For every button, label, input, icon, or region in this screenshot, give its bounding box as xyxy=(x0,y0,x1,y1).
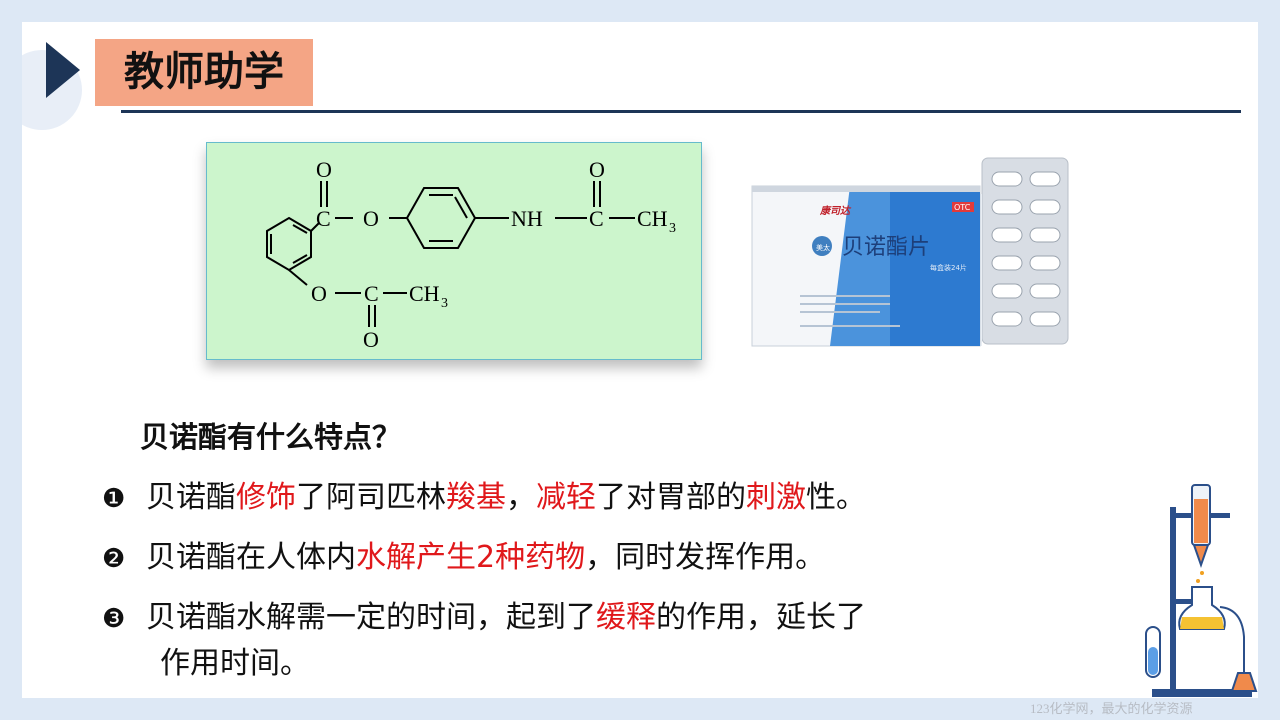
point-3-text-b: 的作用，延长了 xyxy=(656,600,866,635)
point-1-text-e: 性。 xyxy=(806,480,866,515)
point-1-text-a: 贝诺酯 xyxy=(146,480,236,515)
lab-apparatus-icon xyxy=(1132,477,1258,698)
question-heading: 贝诺酯有什么特点？ xyxy=(140,420,402,454)
point-3-highlight-a: 缓释 xyxy=(596,600,656,635)
package-brand: 康司达 xyxy=(819,205,852,217)
atom-c-amide: C xyxy=(589,206,604,231)
point-3-continuation: 作用时间。 xyxy=(160,646,310,681)
right-benzene-ring xyxy=(405,187,477,249)
atom-o-low-left: O xyxy=(311,281,327,306)
point-2: ❷ 贝诺酯在人体内水解产生2种药物，同时发挥作用。 xyxy=(102,532,825,576)
footer-watermark: 123化学网，最大的化学资源 xyxy=(1030,701,1193,716)
point-1-text-b: 了阿司匹林 xyxy=(296,480,446,515)
atom-nh: NH xyxy=(511,206,543,231)
play-triangle-icon xyxy=(46,42,80,98)
point-1-highlight-d: 刺激 xyxy=(746,480,806,515)
medicine-package-image: 美太 康司达 OTC 贝诺酯片 每盒装24片 xyxy=(750,156,1080,348)
atom-ch3-low: CH xyxy=(409,281,440,306)
structure-panel: O C O NH O C CH 3 O C CH 3 O xyxy=(206,142,702,360)
atom-ch3-right: CH xyxy=(637,206,668,231)
page-title: 教师助学 xyxy=(124,49,284,95)
atom-o-top-left: O xyxy=(316,157,332,182)
atom-o-bottom: O xyxy=(363,327,379,352)
point-1-text-c: ， xyxy=(506,480,536,515)
point-3: ❸ 贝诺酯水解需一定的时间，起到了缓释的作用，延长了 xyxy=(102,592,866,636)
point-3-text-a: 贝诺酯水解需一定的时间，起到了 xyxy=(146,600,596,635)
point-2-highlight-a: 水解产生2种药物 xyxy=(356,540,586,575)
point-2-text-b: ，同时发挥作用。 xyxy=(585,540,826,575)
title-divider xyxy=(121,110,1241,113)
slide: 教师助学 xyxy=(22,22,1258,698)
package-drug-name: 贝诺酯片 xyxy=(842,235,930,260)
point-2-text-a: 贝诺酯在人体内 xyxy=(146,540,356,575)
benorilate-structure: O C O NH O C CH 3 O C CH 3 O xyxy=(266,157,676,352)
atom-ch3-low-subscript: 3 xyxy=(441,296,448,311)
package-otc-badge: OTC xyxy=(954,203,971,212)
left-benzene-ring xyxy=(266,216,312,272)
point-1-highlight-b: 羧基 xyxy=(446,480,506,515)
point-2-number: ❷ xyxy=(102,544,126,574)
atom-o-bridge: O xyxy=(363,206,379,231)
atom-c-ester: C xyxy=(316,206,331,231)
title-box: 教师助学 xyxy=(95,39,313,106)
point-1-number: ❶ xyxy=(102,484,126,514)
point-3-number: ❸ xyxy=(102,604,126,634)
point-1: ❶ 贝诺酯修饰了阿司匹林羧基，减轻了对胃部的刺激性。 xyxy=(102,472,866,516)
point-1-text-d: 了对胃部的 xyxy=(596,480,746,515)
package-count: 每盒装24片 xyxy=(930,263,967,272)
package-logo-icon xyxy=(812,236,832,256)
atom-o-top-right: O xyxy=(589,157,605,182)
point-1-highlight-c: 减轻 xyxy=(536,480,596,515)
atom-ch3-right-subscript: 3 xyxy=(669,221,676,236)
package-logo-text: 美太 xyxy=(816,243,830,252)
atom-c-low: C xyxy=(364,281,379,306)
point-1-highlight-a: 修饰 xyxy=(236,480,296,515)
